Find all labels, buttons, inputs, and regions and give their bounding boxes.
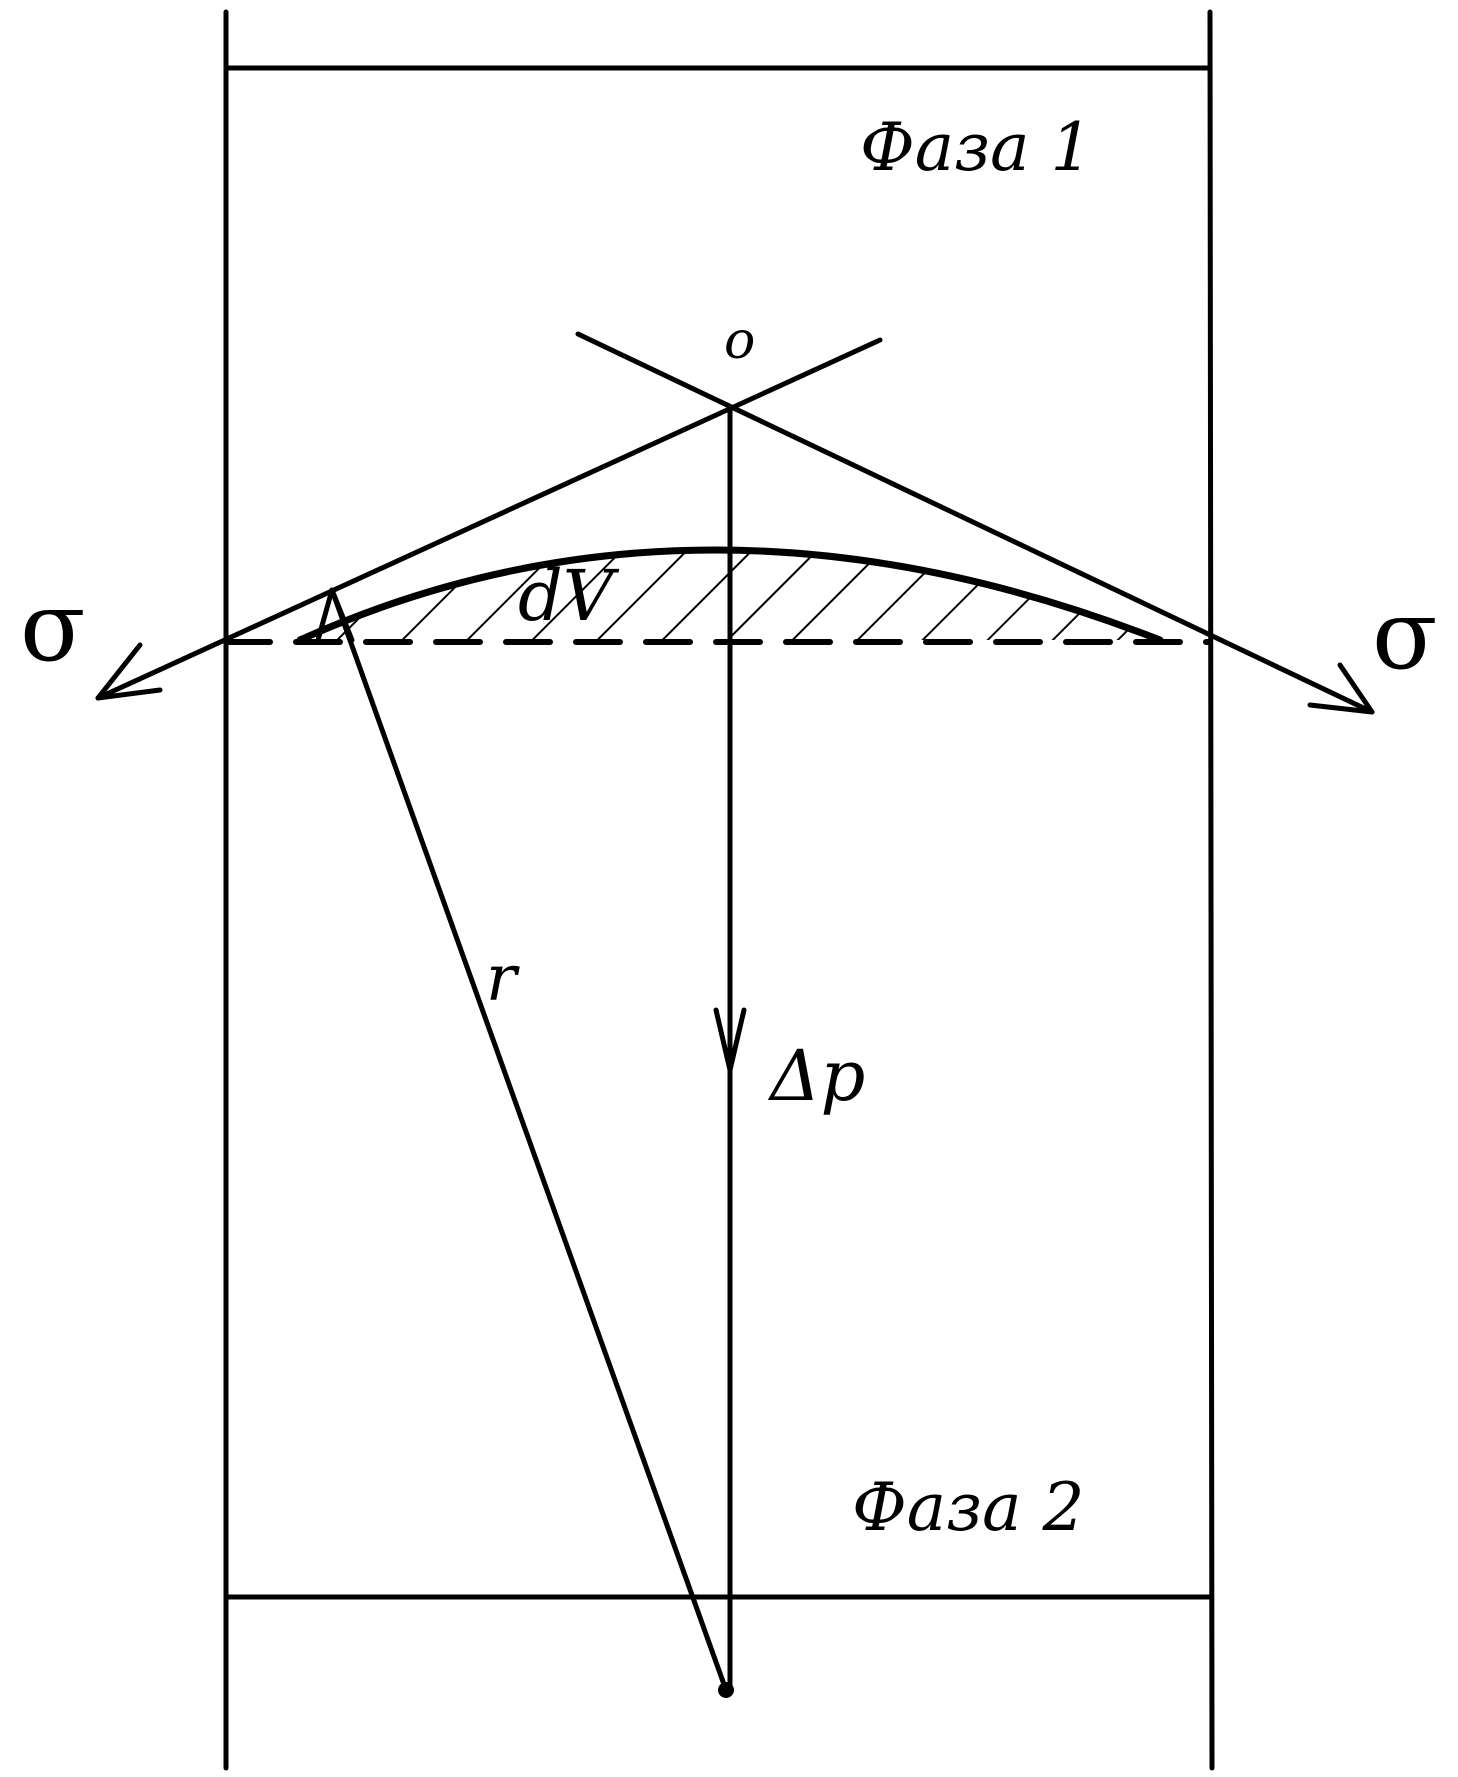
sigma-left-arrowhead <box>95 642 163 701</box>
pressure-arrowhead <box>713 1007 747 1073</box>
volume-label: dV <box>518 555 620 637</box>
right-wall <box>1207 9 1215 1771</box>
radius-arrowhead <box>315 587 355 643</box>
curvature-center-point <box>718 1682 734 1698</box>
sigma-right-label: σ <box>1372 579 1438 691</box>
meniscus-curve <box>296 546 1164 644</box>
sigma-left-label: σ <box>20 571 86 683</box>
radius-line <box>329 587 729 1693</box>
tangent-line-left <box>95 337 883 701</box>
phase-2-label: Фаза 2 <box>852 1469 1084 1546</box>
sigma-right-arrowhead <box>1307 662 1375 715</box>
pressure-label: Δp <box>767 1035 865 1117</box>
phase-1-label: Фаза 1 <box>860 109 1092 186</box>
point-o-label: o <box>724 311 755 371</box>
radius-label: r <box>486 942 520 1016</box>
tangent-line-right <box>575 331 1375 715</box>
